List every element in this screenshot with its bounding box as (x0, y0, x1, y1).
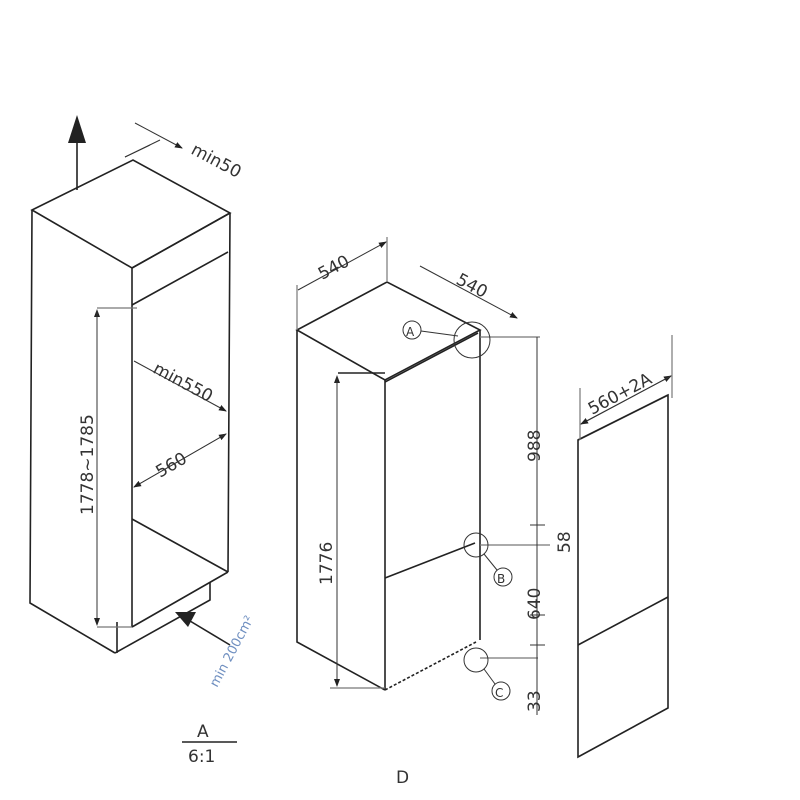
label-height-1776: 1776 (317, 542, 337, 585)
marker-c-label: C (495, 686, 503, 700)
vertical-dimensions: 988 58 640 33 (480, 336, 575, 715)
label-depth-540: 540 (453, 270, 491, 303)
label-ventilation: min 200cm² (207, 614, 257, 690)
air-outlet-arrow (68, 115, 86, 190)
furniture-door-panel (577, 393, 669, 759)
dimension-depth-540: 540 (419, 265, 518, 319)
detail-marker-b: B (463, 532, 513, 587)
dimension-560: 560 (133, 433, 227, 488)
dimension-height-1776: 1776 (317, 375, 385, 689)
label-560: 560 (153, 449, 191, 483)
label-988: 988 (525, 430, 545, 462)
label-width-540: 540 (315, 252, 353, 285)
marker-b-label: B (497, 572, 505, 586)
dimension-panel-width: 560+2A (579, 335, 673, 440)
dimension-min50: min50 (124, 122, 245, 183)
label-640: 640 (525, 588, 545, 620)
dimension-min550: min550 (133, 359, 227, 412)
ventilation-arrow: min 200cm² (175, 612, 257, 690)
detail-label: A (197, 722, 209, 742)
label-58: 58 (555, 531, 575, 553)
dimension-width-540: 540 (296, 237, 388, 330)
view-caption: D (396, 768, 409, 788)
fridge-appliance (295, 281, 482, 691)
dimension-niche-height: 1778~1785 (78, 307, 137, 628)
detail-marker-c: C (463, 647, 511, 701)
label-panel-width: 560+2A (585, 369, 656, 419)
label-min550: min550 (150, 359, 216, 407)
detail-scale: 6:1 (188, 747, 215, 767)
marker-a-label: A (406, 325, 415, 339)
detail-scale-label: A 6:1 (182, 722, 237, 767)
detail-marker-a: A (402, 320, 491, 359)
cabinet-niche (29, 159, 232, 654)
label-min50: min50 (188, 140, 245, 183)
label-niche-height: 1778~1785 (78, 414, 98, 515)
label-33: 33 (525, 690, 545, 712)
